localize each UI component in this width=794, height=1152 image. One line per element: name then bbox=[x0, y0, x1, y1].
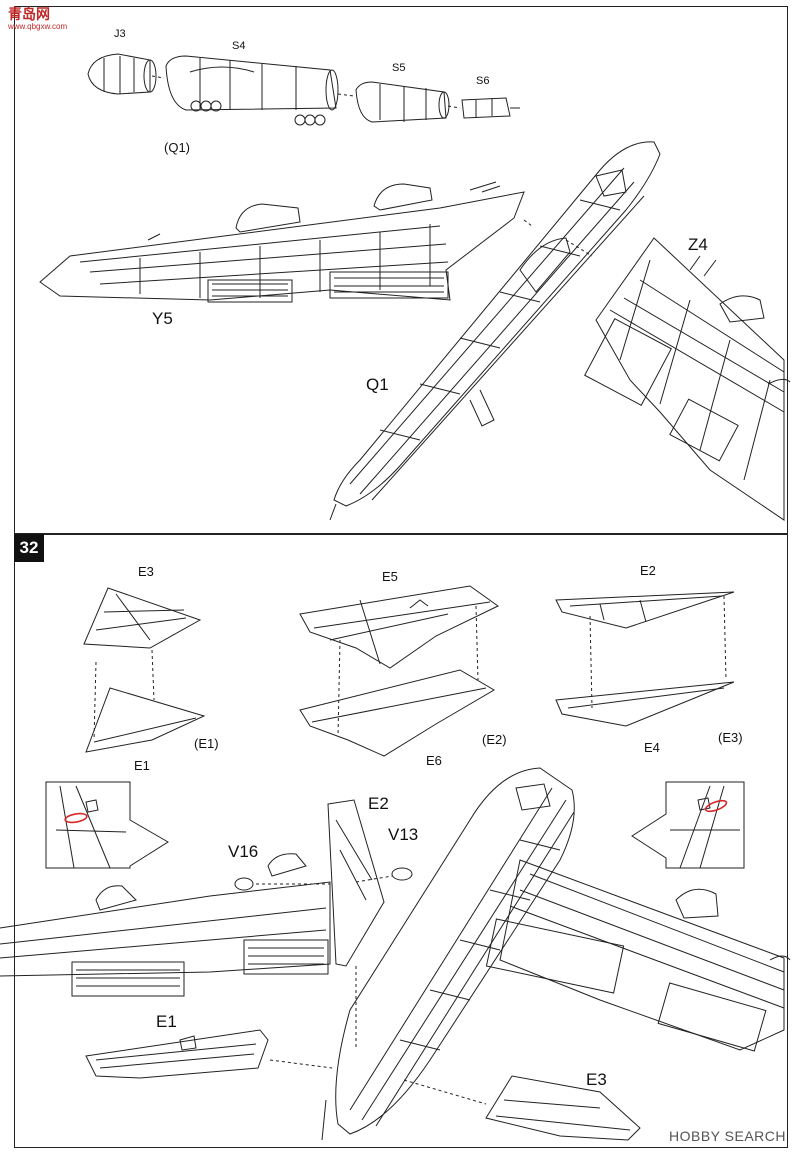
label-e1-top: E1 bbox=[134, 758, 150, 773]
label-e2-main: E2 bbox=[368, 794, 389, 813]
label-e3-group: (E3) bbox=[718, 730, 743, 745]
subassembly-e3 bbox=[556, 592, 734, 726]
label-e3-main: E3 bbox=[586, 1070, 607, 1089]
step-32-panel bbox=[14, 534, 788, 1148]
label-v16: V16 bbox=[228, 842, 259, 861]
label-y5: Y5 bbox=[152, 309, 173, 328]
label-e2-group: (E2) bbox=[482, 732, 507, 747]
part-e3-assembled bbox=[404, 1076, 640, 1140]
label-e6: E6 bbox=[426, 753, 442, 768]
label-s5: S5 bbox=[392, 62, 406, 74]
subassembly-e1 bbox=[84, 588, 204, 752]
label-e4: E4 bbox=[644, 740, 660, 755]
label-q1-group: (Q1) bbox=[164, 140, 190, 155]
subassembly-e2 bbox=[300, 586, 498, 756]
label-j3: J3 bbox=[114, 28, 126, 40]
part-j3-nose-section bbox=[88, 54, 156, 94]
label-s4: S4 bbox=[232, 40, 246, 52]
highlight-left-inset bbox=[64, 812, 87, 824]
label-e1-main: E1 bbox=[156, 1012, 177, 1031]
part-s4-fuselage-section bbox=[166, 56, 338, 125]
site-logo-url: www.qbgxw.com bbox=[8, 22, 68, 31]
part-s5-fuselage-section bbox=[356, 82, 449, 122]
part-y5-left-wing bbox=[40, 182, 532, 302]
hobby-search-watermark: HOBBY SEARCH bbox=[669, 1128, 786, 1144]
detail-inset-right bbox=[632, 782, 744, 868]
label-e2-top: E2 bbox=[640, 563, 656, 578]
label-e3-top: E3 bbox=[138, 564, 154, 579]
detail-inset-left bbox=[46, 782, 168, 868]
part-s6-tail-section bbox=[462, 98, 520, 118]
label-s6: S6 bbox=[476, 75, 490, 87]
site-logo-text: 青岛网 bbox=[8, 6, 50, 22]
part-z4-right-wing bbox=[585, 238, 790, 520]
label-e5: E5 bbox=[382, 569, 398, 584]
label-e1-group: (E1) bbox=[194, 736, 219, 751]
part-e1-assembled bbox=[86, 1030, 332, 1078]
top-assembly-panel bbox=[14, 6, 788, 534]
highlight-right-inset bbox=[704, 798, 727, 813]
part-q1-fuselage bbox=[330, 142, 660, 520]
label-v13: V13 bbox=[388, 825, 419, 844]
label-q1: Q1 bbox=[366, 375, 389, 394]
label-z4: Z4 bbox=[688, 235, 708, 254]
step-number-badge: 32 bbox=[14, 534, 44, 562]
main-aircraft-assembly bbox=[0, 768, 790, 1140]
